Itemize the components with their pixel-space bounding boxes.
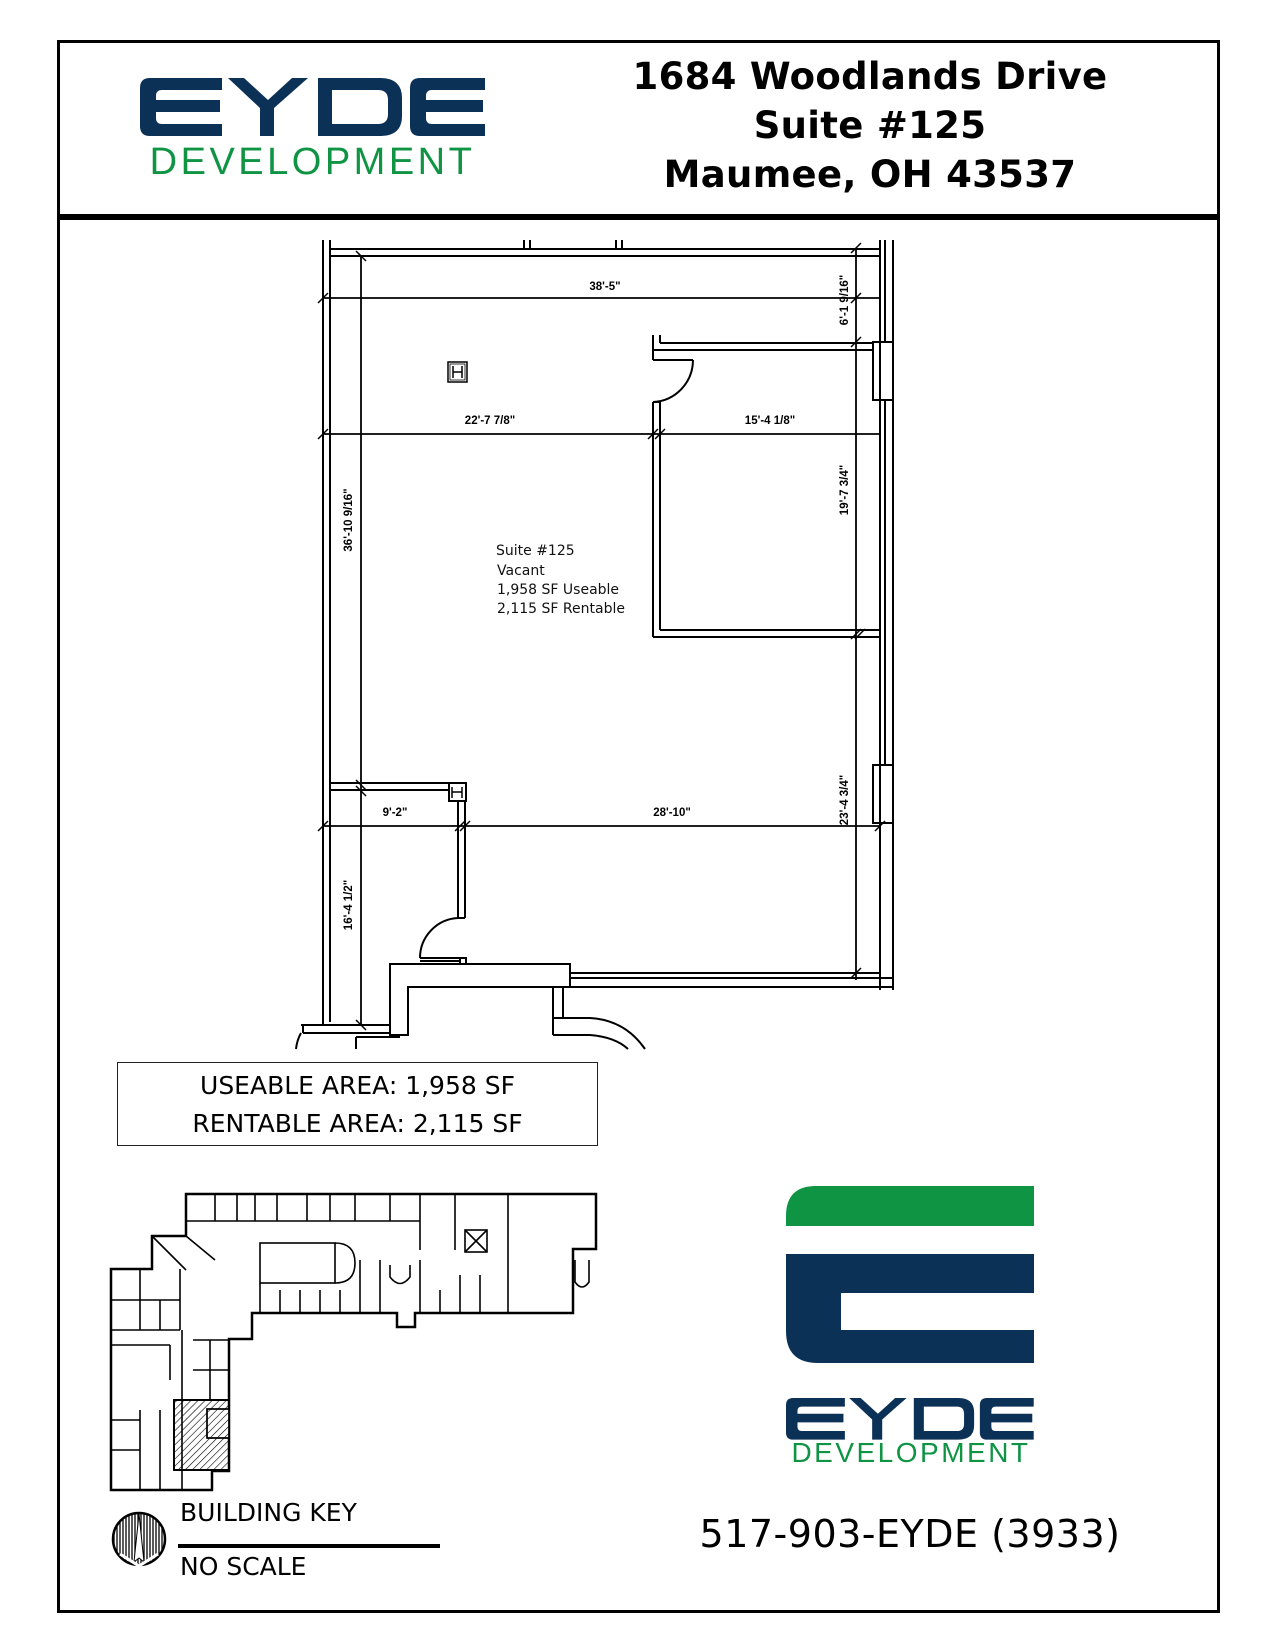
footer-logo: DEVELOPMENT bbox=[786, 1186, 1036, 1470]
building-key-map bbox=[109, 1192, 598, 1492]
dim-left-height: 36'-10 9/16" bbox=[343, 488, 355, 551]
header-logo-subtitle: DEVELOPMENT bbox=[149, 141, 476, 183]
room-label-useable: 1,958 SF Useable bbox=[497, 582, 619, 598]
room-label-status: Vacant bbox=[497, 563, 545, 579]
rentable-area: RENTABLE AREA: 2,115 SF bbox=[192, 1109, 523, 1138]
building-key-underline bbox=[178, 1544, 440, 1548]
building-key-title: BUILDING KEY bbox=[180, 1498, 357, 1527]
dim-right-room-height: 19'-7 3/4" bbox=[839, 465, 851, 515]
useable-area: USEABLE AREA: 1,958 SF bbox=[200, 1071, 515, 1100]
dim-upper-right-width: 15'-4 1/8" bbox=[745, 415, 795, 427]
address-street: 1684 Woodlands Drive bbox=[632, 55, 1108, 98]
room-label-suite: Suite #125 bbox=[496, 543, 575, 559]
building-key-scale: NO SCALE bbox=[180, 1552, 307, 1581]
dim-lower-left-width: 9'-2" bbox=[383, 807, 408, 819]
address-suite: Suite #125 bbox=[753, 104, 987, 147]
property-address: 1684 Woodlands Drive Suite #125 Maumee, … bbox=[600, 52, 1140, 199]
dim-upper-left-width: 22'-7 7/8" bbox=[465, 415, 515, 427]
eyde-wordmark-icon bbox=[140, 78, 485, 136]
hvac-symbol-icon bbox=[447, 361, 468, 798]
area-summary-box: USEABLE AREA: 1,958 SF RENTABLE AREA: 2,… bbox=[117, 1062, 598, 1146]
contact-phone: 517-903-EYDE (3933) bbox=[699, 1512, 1121, 1556]
header-logo: DEVELOPMENT bbox=[140, 78, 485, 182]
address-city: Maumee, OH 43537 bbox=[663, 153, 1077, 196]
room-label-rentable: 2,115 SF Rentable bbox=[497, 601, 625, 617]
dim-top-right-height: 6'-1 9/16" bbox=[839, 275, 851, 325]
dim-right-lower-height: 23'-4 3/4" bbox=[839, 775, 851, 825]
footer-logo-subtitle: DEVELOPMENT bbox=[791, 1437, 1030, 1466]
room-label: Suite #125 Vacant 1,958 SF Useable 2,115… bbox=[496, 543, 625, 617]
dim-top-width: 38'-5" bbox=[589, 281, 620, 293]
page-border bbox=[57, 40, 1220, 1613]
header-divider bbox=[57, 214, 1220, 220]
dim-lower-left-height: 16'-4 1/2" bbox=[343, 880, 355, 930]
north-arrow-icon bbox=[111, 1511, 167, 1568]
eyde-monogram-icon: DEVELOPMENT bbox=[786, 1186, 1034, 1468]
dim-lower-right-width: 28'-10" bbox=[653, 807, 691, 819]
